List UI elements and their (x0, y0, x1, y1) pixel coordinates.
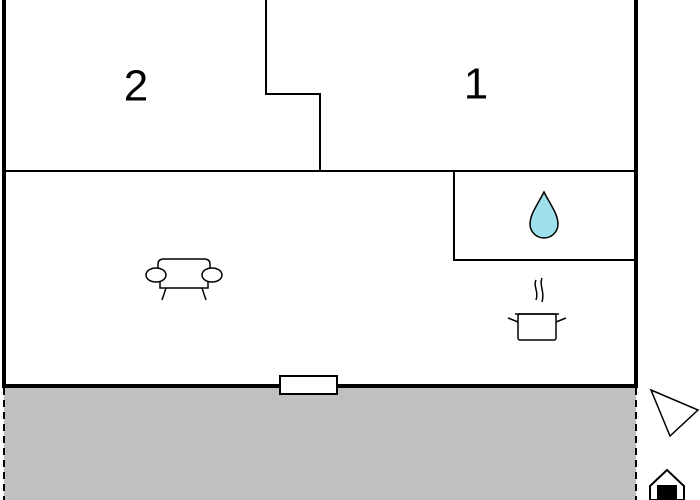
bedroom-divider-wall (265, 0, 321, 171)
terrace-area (4, 386, 636, 500)
cooking-pot-icon (507, 277, 567, 341)
house-entrance-icon (649, 468, 685, 500)
sofa-icon (145, 258, 223, 301)
north-arrow-icon (649, 388, 700, 438)
room-number-2: 2 (124, 62, 148, 111)
room-number-1: 1 (464, 60, 488, 109)
entrance-door (279, 375, 338, 395)
bathroom-walls (453, 171, 636, 261)
water-drop-icon (529, 190, 559, 239)
